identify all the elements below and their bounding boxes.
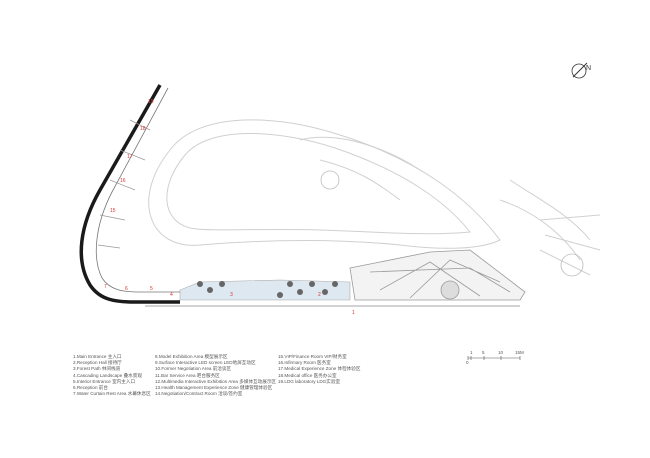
legend-item: 8.Model Exhibition Area 模型展示区 xyxy=(155,354,228,359)
legend-item: 12.Multimedia Interactive Exhibition Are… xyxy=(155,378,277,384)
legend-item: 11.Bar Service Area 吧台服务区 xyxy=(155,372,220,378)
legend-item: 1.Main Entrance 主入口 xyxy=(73,354,122,359)
svg-text:19: 19 xyxy=(148,99,154,105)
legend-item: 16.Infirmary Room 医务室 xyxy=(278,360,331,366)
legend-column-1: 1.Main Entrance 主入口 2.Reception Hall 接待厅… xyxy=(73,354,151,397)
legend-item: 18.Medical office 医务办公室 xyxy=(278,372,337,378)
scale-tick: 15M xyxy=(515,350,524,355)
legend-item: 15.VIP/Finance Room VIP/财务室 xyxy=(278,354,347,359)
loop-road xyxy=(148,119,601,276)
legend-item: 5.Interior Entrance 室内主入口 xyxy=(73,378,136,384)
scale-tick: 1 xyxy=(470,350,473,355)
scale-tick: 5 xyxy=(482,350,485,355)
legend-column-2: 8.Model Exhibition Area 模型展示区 9.Surface … xyxy=(155,354,276,397)
legend-item: 13.Health Management Experience Zone 健康管… xyxy=(155,385,273,391)
svg-text:7: 7 xyxy=(104,284,107,290)
legend-item: 3.Forest Path 林间栈道 xyxy=(73,366,121,372)
legend-item: 6.Reception 前台 xyxy=(73,385,108,391)
legend-item: 10.Former Negotiation Area 前洽谈区 xyxy=(155,366,232,372)
trees xyxy=(197,281,338,298)
svg-text:18: 18 xyxy=(140,126,146,132)
tree-symbol xyxy=(320,170,340,190)
legend-column-3: 15.VIP/Finance Room VIP/财务室 16.Infirmary… xyxy=(278,354,360,385)
svg-text:15: 15 xyxy=(110,208,116,214)
tree-symbol xyxy=(560,253,584,277)
svg-text:N: N xyxy=(586,65,591,72)
legend-item: 17.Medical Experience Zone 体检体验区 xyxy=(278,366,361,372)
scale-zero: 0 xyxy=(466,360,469,365)
legend-item: 2.Reception Hall 接待厅 xyxy=(73,360,122,366)
legend-item: 9.Surface Interactive LED screen LED地屏互动… xyxy=(155,360,256,366)
svg-text:6: 6 xyxy=(125,286,128,292)
svg-text:2: 2 xyxy=(318,292,321,298)
svg-text:3: 3 xyxy=(230,292,233,298)
svg-text:1: 1 xyxy=(352,310,355,316)
legend-item: 4.Cascading Landscape 叠水景观 xyxy=(73,372,142,378)
legend-item: 19.LDG laboratory LDG实验室 xyxy=(278,378,341,384)
scale-bar xyxy=(467,356,521,360)
outer-wall xyxy=(79,84,180,304)
wedge-building xyxy=(349,249,526,301)
arm-rooms xyxy=(97,119,151,249)
north-arrow-icon: N xyxy=(571,62,591,79)
svg-text:5: 5 xyxy=(150,286,153,292)
svg-text:17: 17 xyxy=(127,154,133,160)
plan-number-labels: 19 18 17 16 15 7 6 5 4 3 2 1 xyxy=(104,99,355,316)
svg-text:4: 4 xyxy=(170,292,173,298)
legend-item: 14.Negotiation/Contract Room 洽谈/签约室 xyxy=(155,391,243,397)
inner-wall xyxy=(95,87,180,293)
legend-item: 7.Water Curtain Rest Area 水幕休息区 xyxy=(73,391,151,397)
svg-text:16: 16 xyxy=(120,178,126,184)
scale-tick: 10 xyxy=(498,350,504,355)
